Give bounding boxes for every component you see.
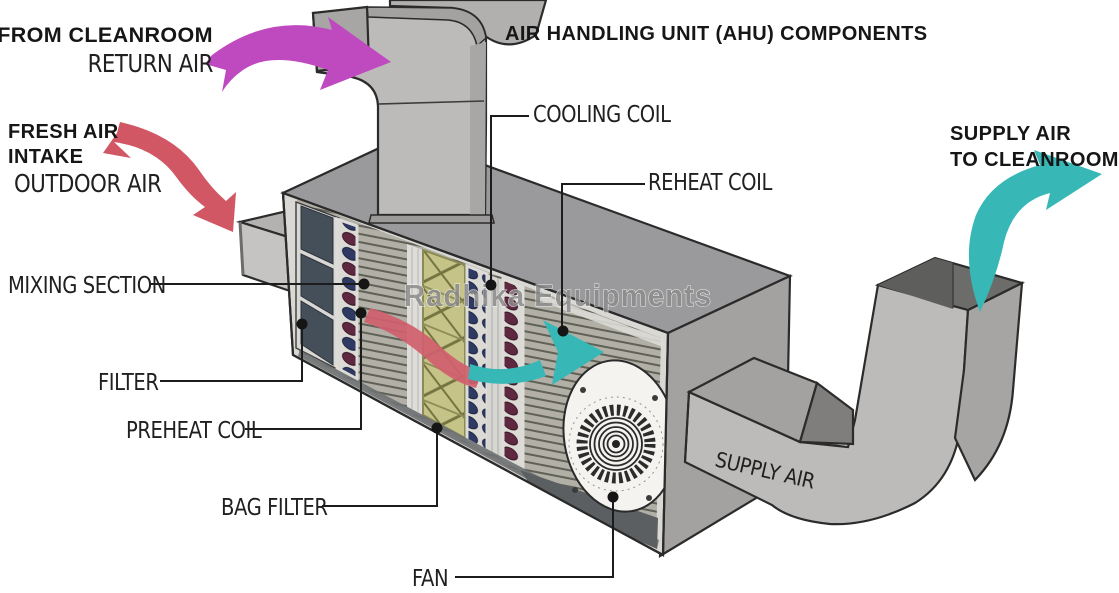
interior-flow-arrow-warm — [364, 308, 482, 388]
interior-flow-arrowhead — [543, 320, 604, 385]
supply-air-heading-line2: TO CLEANROOM — [950, 149, 1119, 171]
label-mixing-section: MIXING SECTION — [8, 273, 166, 300]
fan-hub — [612, 440, 620, 448]
label-cooling-coil: COOLING COIL — [533, 102, 671, 129]
preheat-coil-bank — [335, 216, 359, 382]
return-elbow-side-shade — [470, 42, 486, 215]
return-air-arrow — [205, 17, 391, 92]
label-fan: FAN — [412, 566, 448, 593]
divider-panel-right — [487, 274, 503, 459]
mixing-filter-bank — [295, 200, 340, 372]
outdoor-air-label: OUTDOOR AIR — [14, 169, 162, 198]
supply-duct-opening-shadow — [878, 258, 953, 309]
return-air-label: RETURN AIR — [88, 49, 214, 78]
flow-arrows — [103, 17, 1102, 388]
label-reheat-coil: REHEAT COIL — [648, 170, 772, 197]
interior-floor-wedge — [520, 470, 658, 549]
return-elbow-base — [368, 214, 495, 224]
fresh-air-arrow — [103, 122, 236, 232]
supply-duct-right-face — [953, 281, 1024, 482]
supply-duct-inner-face — [798, 381, 855, 446]
fresh-air-heading-line1: FRESH AIR — [8, 121, 119, 143]
text-labels: AIR HANDLING UNIT (AHU) COMPONENTS FROM … — [0, 23, 1119, 593]
fan-blade-ring — [576, 404, 656, 484]
return-elbow-seam — [378, 100, 485, 105]
label-bag-filter: BAG FILTER — [221, 495, 328, 522]
supply-air-heading-line1: SUPPLY AIR — [950, 123, 1071, 145]
front-frame-outline — [281, 191, 670, 557]
title: AIR HANDLING UNIT (AHU) COMPONENTS — [505, 23, 927, 45]
fresh-air-heading-line2: INTAKE — [8, 146, 83, 168]
supply-air-arrow — [968, 150, 1102, 312]
fan-assembly — [562, 359, 668, 513]
interior-flow-arrow-cool — [468, 360, 546, 384]
from-cleanroom-heading: FROM CLEANROOM — [0, 23, 213, 47]
label-filter: FILTER — [98, 370, 159, 397]
interior-ceiling-strip — [540, 294, 663, 347]
leader-lines — [150, 115, 645, 578]
intake-duct-opening-edge — [238, 221, 245, 276]
fan-outer-ring — [568, 396, 664, 492]
label-preheat-coil: PREHEAT COIL — [126, 418, 262, 445]
watermark: Radhika Equipments — [404, 279, 712, 313]
